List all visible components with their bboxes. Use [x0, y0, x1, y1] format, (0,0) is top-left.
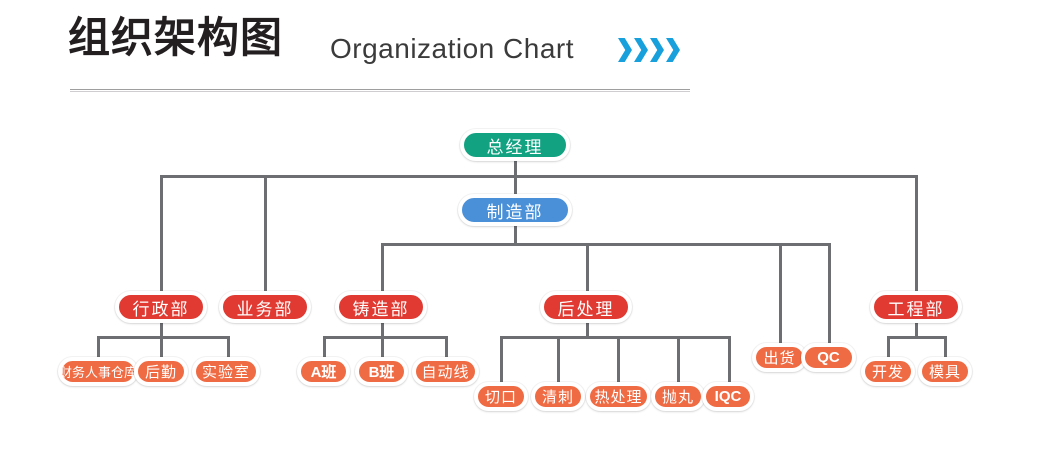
node-qc[interactable]: QC — [801, 343, 856, 372]
node-engineering-dept[interactable]: 工程部 — [870, 291, 962, 323]
node-label: 开发 — [871, 364, 904, 381]
node-shipping[interactable]: 出货 — [752, 343, 807, 372]
connector-post-bus — [500, 336, 731, 339]
node-label: 业务部 — [236, 299, 294, 319]
node-label: 制造部 — [486, 202, 544, 222]
node-label: 行政部 — [132, 299, 190, 319]
node-logistics[interactable]: 后勤 — [134, 357, 188, 386]
node-admin-dept[interactable]: 行政部 — [115, 291, 207, 323]
connector-admin-to-lab — [227, 336, 230, 358]
node-casting-dept[interactable]: 铸造部 — [335, 291, 427, 323]
node-shift-a[interactable]: A班 — [297, 357, 350, 386]
node-label: 后处理 — [557, 299, 615, 319]
connector-post-to-deburr — [557, 336, 560, 383]
chevron-decoration — [618, 38, 680, 62]
node-general-manager[interactable]: 总经理 — [460, 129, 570, 161]
node-laboratory[interactable]: 实验室 — [192, 357, 260, 386]
connector-mfg-down — [514, 225, 517, 244]
connector-gm-bus — [160, 175, 918, 178]
title-divider — [70, 89, 690, 92]
connector-post-to-cut — [500, 336, 503, 383]
node-label: 后勤 — [144, 364, 177, 381]
page-title-cn: 组织架构图 — [68, 14, 284, 61]
connector-casting-down — [381, 322, 384, 338]
connector-gm-down — [514, 160, 517, 178]
node-label: QC — [817, 349, 840, 366]
connector-casting-to-b — [381, 336, 384, 358]
node-manufacturing-dept[interactable]: 制造部 — [458, 194, 572, 226]
node-heat-treatment[interactable]: 热处理 — [586, 382, 651, 411]
connector-post-down — [586, 322, 589, 338]
node-deburring[interactable]: 清刺 — [531, 382, 585, 411]
connector-admin-down — [160, 322, 163, 338]
connector-mfg-to-casting — [381, 243, 384, 293]
node-label: 模具 — [928, 364, 961, 381]
node-shot-blasting[interactable]: 抛丸 — [651, 382, 705, 411]
connector-gm-to-eng — [915, 175, 918, 293]
org-chart: 总经理 制造部 行政部 业务部 工程部 铸造部 后处理 出货 QC 财务人事仓库… — [0, 100, 1060, 463]
node-sales-dept[interactable]: 业务部 — [219, 291, 311, 323]
connector-casting-to-auto — [445, 336, 448, 358]
connector-mfg-bus — [381, 243, 831, 246]
node-development[interactable]: 开发 — [861, 357, 915, 386]
connector-eng-down — [915, 322, 918, 338]
connector-mfg-to-ship — [779, 243, 782, 344]
node-automated-line[interactable]: 自动线 — [412, 357, 479, 386]
node-label: IQC — [714, 388, 742, 405]
node-label: 热处理 — [594, 389, 643, 406]
node-label: 自动线 — [421, 364, 470, 381]
node-label: B班 — [368, 364, 395, 381]
connector-post-to-iqc — [728, 336, 731, 383]
node-finance-hr-warehouse[interactable]: 财务人事仓库 — [58, 357, 138, 386]
connector-eng-to-mold — [944, 336, 947, 358]
connector-mfg-to-post — [586, 243, 589, 293]
node-label: 实验室 — [201, 364, 250, 381]
node-label: 切口 — [484, 389, 517, 406]
chevron-right-icon — [666, 38, 680, 62]
node-label: 出货 — [763, 350, 796, 367]
node-label: 财务人事仓库 — [59, 365, 138, 380]
page-title-en: Organization Chart — [330, 33, 575, 64]
node-label: 清刺 — [541, 389, 574, 406]
node-label: 总经理 — [486, 137, 544, 157]
chevron-right-icon — [618, 38, 632, 62]
connector-gm-to-mfg — [514, 175, 517, 195]
node-label: A班 — [310, 364, 337, 381]
node-label: 抛丸 — [661, 389, 694, 406]
connector-admin-bus — [97, 336, 230, 339]
connector-casting-to-a — [323, 336, 326, 358]
node-shift-b[interactable]: B班 — [355, 357, 408, 386]
connector-admin-to-logistic — [160, 336, 163, 358]
connector-gm-to-admin — [160, 175, 163, 293]
node-mold[interactable]: 模具 — [918, 357, 972, 386]
node-label: 铸造部 — [352, 299, 410, 319]
node-post-processing[interactable]: 后处理 — [540, 291, 632, 323]
node-cutting[interactable]: 切口 — [474, 382, 528, 411]
connector-mfg-to-qc — [828, 243, 831, 344]
connector-eng-to-dev — [887, 336, 890, 358]
connector-gm-to-sales — [264, 175, 267, 293]
chevron-right-icon — [650, 38, 664, 62]
connector-post-to-heat — [617, 336, 620, 383]
connector-post-to-shotblast — [677, 336, 680, 383]
node-label: 工程部 — [887, 299, 945, 319]
node-iqc[interactable]: IQC — [702, 382, 754, 411]
connector-admin-to-finance — [97, 336, 100, 358]
chevron-right-icon — [634, 38, 648, 62]
connector-casting-bus — [323, 336, 448, 339]
page-header: 组织架构图 Organization Chart — [0, 0, 1060, 100]
connector-eng-bus — [887, 336, 947, 339]
